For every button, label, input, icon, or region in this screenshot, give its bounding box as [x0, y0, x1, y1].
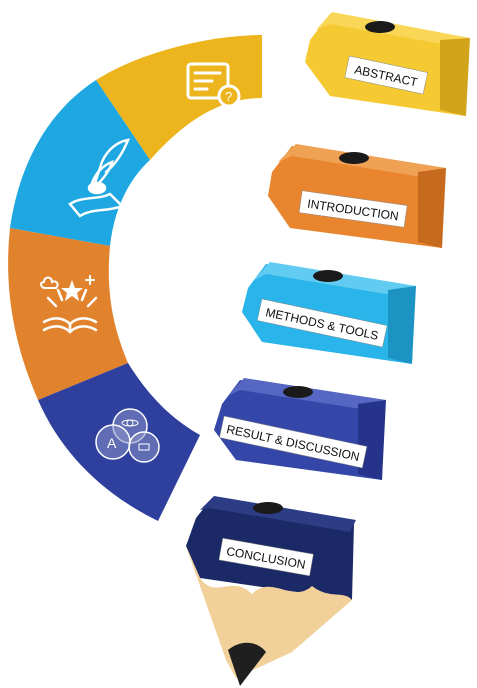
section-block-conclusion: CONCLUSION [186, 496, 356, 686]
section-block-introduction: INTRODUCTION [268, 144, 446, 248]
block-hole [253, 502, 283, 514]
section-block-methods: METHODS & TOOLS [242, 262, 416, 364]
label-box [218, 537, 314, 577]
pencil-wood [186, 546, 352, 678]
quill-inkpot-icon [68, 138, 130, 218]
document-search-icon: ? [186, 62, 248, 115]
block-hole [283, 386, 313, 398]
svg-text:?: ? [225, 89, 232, 104]
block-hole [339, 152, 369, 164]
label-box [298, 190, 408, 228]
section-block-results: RESULT & DISCUSSION [214, 378, 386, 480]
block-top [316, 12, 470, 48]
block-side [358, 400, 386, 480]
block-side [418, 168, 446, 248]
label-box [344, 55, 428, 95]
open-book-stars-icon [40, 275, 98, 334]
arc-segment-abstract [96, 35, 262, 160]
arc-segment-introduction [10, 80, 150, 246]
section-block-abstract: ABSTRACT [305, 12, 470, 116]
label-box [257, 298, 388, 348]
venn-diagram-icon: A [95, 408, 160, 463]
label-box [219, 415, 368, 469]
pencil-graphite [228, 642, 266, 686]
svg-text:A: A [107, 435, 117, 451]
block-hole [313, 270, 343, 282]
block-side [388, 286, 416, 364]
block-hole [365, 21, 395, 33]
block-side [440, 38, 470, 116]
block-top [200, 496, 356, 532]
arc-segment-methods [8, 228, 128, 400]
